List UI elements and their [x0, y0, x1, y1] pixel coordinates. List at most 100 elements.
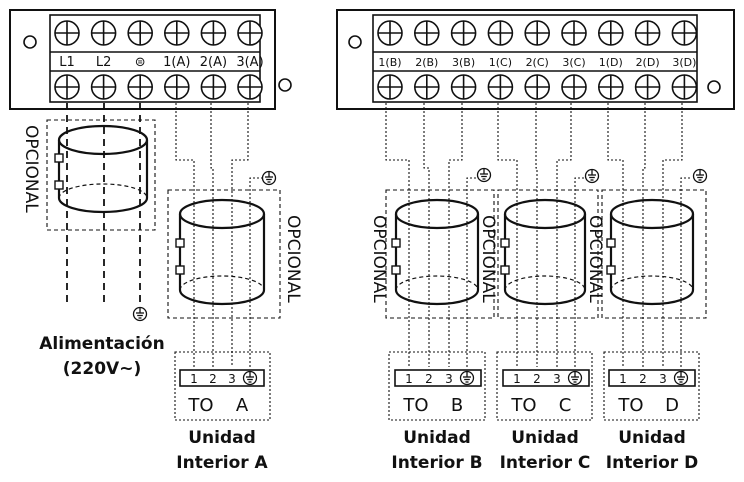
terminal-screw-icon [487, 74, 514, 100]
terminal-screw-icon [450, 20, 477, 46]
optional-label-power: OPCIONAL [21, 125, 41, 213]
terminal-strip-right: 1(B) 2(B) 3(B) 1(C) 2(C) 3(C) 1(D) 2(D) 3(D) [336, 9, 735, 110]
terminal-screw-icon [413, 74, 440, 100]
terminal-screw-icon [450, 74, 477, 100]
terminal-screw-icon [671, 74, 698, 100]
unit-d-wiring [601, 103, 707, 367]
unit-name-line2: Interior C [500, 453, 591, 473]
terminal-screw-icon [524, 20, 551, 46]
unit-terminal-number: 3 [228, 372, 236, 386]
unit-name-line1: Unidad [511, 428, 579, 448]
terminal-screw-icon [413, 20, 440, 46]
terminal-label: ⊜ [135, 55, 146, 70]
unit-name-line2: Interior B [391, 453, 482, 473]
terminal-screw-icon [200, 20, 227, 46]
power-title: Alimentación [39, 334, 164, 354]
terminal-label: L1 [59, 55, 75, 70]
unit-to-label: TO [617, 395, 643, 416]
power-supply-wiring [46, 103, 156, 305]
terminal-screw-icon [671, 20, 698, 46]
terminal-block [394, 369, 482, 387]
terminal-label: 2(D) [636, 56, 660, 69]
terminal-screw-icon [200, 74, 227, 100]
terminal-screw-icon [164, 74, 190, 100]
terminal-screw-icon [487, 20, 514, 46]
terminal-screw-icon [597, 20, 624, 46]
terminal-label: 2(A) [200, 55, 227, 70]
ground-icon [242, 370, 258, 386]
terminal-screw-icon [90, 20, 117, 46]
unit-terminal-number: 3 [659, 372, 667, 386]
terminal-screw-icon [377, 20, 403, 46]
terminal-screw-icon [54, 74, 80, 100]
mount-hole-icon [278, 78, 292, 92]
ground-icon [261, 170, 277, 186]
terminal-screw-icon [634, 74, 661, 100]
terminal-screw-icon [561, 74, 587, 100]
terminal-label: 2(C) [526, 56, 549, 69]
terminal-screw-icon [90, 74, 117, 100]
unit-terminal-number: 2 [639, 372, 647, 386]
terminal-screw-icon [54, 20, 80, 46]
terminal-label: L2 [96, 55, 112, 70]
terminal-label: 3(B) [452, 56, 475, 69]
unit-terminal-number: 1 [619, 372, 627, 386]
optional-label-b: OPCIONAL [369, 215, 389, 303]
unit-terminal-number: 3 [553, 372, 561, 386]
optional-label-c: OPCIONAL [478, 215, 498, 303]
terminal-label: 3(D) [672, 56, 696, 69]
optional-label-d: OPCIONAL [585, 215, 605, 303]
terminal-screw-icon [127, 74, 153, 100]
unit-terminal-number: 3 [445, 372, 453, 386]
unit-to-label: TO [402, 395, 428, 416]
unit-terminal-number: 2 [533, 372, 541, 386]
terminal-label: 1(C) [489, 56, 512, 69]
terminal-label: 2(B) [415, 56, 438, 69]
power-voltage: (220V~) [63, 359, 141, 379]
terminal-screw-icon [237, 20, 263, 46]
terminal-label: 1(B) [378, 56, 401, 69]
unit-letter: B [451, 395, 463, 416]
ground-icon [584, 168, 600, 184]
optional-label-a: OPCIONAL [283, 215, 303, 303]
terminal-block [179, 369, 265, 387]
unit-name-line1: Unidad [618, 428, 686, 448]
terminal-strip-left: L1 L2 ⊜ 1(A) 2(A) 3(A) [9, 9, 292, 110]
ground-icon [567, 370, 583, 386]
terminal-screw-icon [524, 74, 551, 100]
unit-letter: C [559, 395, 572, 416]
terminal-screw-icon [164, 20, 190, 46]
terminal-label: 3(C) [562, 56, 585, 69]
unit-letter: D [665, 395, 679, 416]
unit-terminal-number: 1 [190, 372, 198, 386]
terminal-label: 1(D) [599, 56, 623, 69]
mount-hole-icon [348, 35, 362, 49]
terminal-label: 1(A) [163, 55, 190, 70]
unit-name-line2: Interior A [176, 453, 268, 473]
unit-terminal-number: 1 [405, 372, 413, 386]
terminal-screw-icon [377, 74, 403, 100]
terminal-screw-icon [237, 74, 263, 100]
ground-icon [692, 168, 708, 184]
terminal-screw-icon [127, 20, 153, 46]
unit-to-label: TO [187, 395, 213, 416]
unit-b-wiring [385, 103, 495, 367]
terminal-block [502, 369, 590, 387]
terminal-label: 3(A) [236, 55, 263, 70]
ground-icon [673, 370, 689, 386]
unit-a-wiring [167, 103, 281, 367]
unit-terminal-number: 1 [513, 372, 521, 386]
unit-c-wiring [497, 103, 599, 367]
unit-name-line1: Unidad [403, 428, 471, 448]
ground-icon [459, 370, 475, 386]
unit-letter: A [236, 395, 249, 416]
unit-name-line1: Unidad [188, 428, 256, 448]
ground-icon [132, 306, 148, 322]
unit-name-line2: Interior D [606, 453, 698, 473]
mount-hole-icon [23, 35, 37, 49]
